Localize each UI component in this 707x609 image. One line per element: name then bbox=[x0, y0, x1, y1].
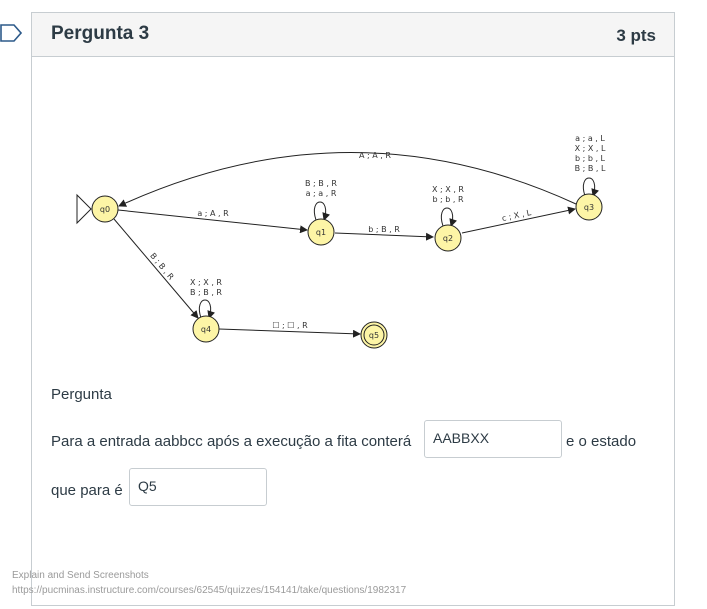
question-text-part2: e o estado bbox=[566, 433, 637, 450]
state-q3: q3 bbox=[575, 193, 603, 221]
turing-machine-diagram: q0 q1 q2 q3 q4 q5 a ; A , R B ; B , R a … bbox=[76, 134, 606, 349]
edge-q4-q5 bbox=[218, 328, 361, 338]
label-q2-q3: c ; X , L bbox=[501, 208, 532, 223]
question-section-label: Pergunta bbox=[51, 386, 112, 403]
start-state-marker bbox=[76, 193, 92, 225]
label-q4-q5: ☐ ; ☐ , R bbox=[272, 321, 308, 330]
label-q0-q4: B ; B , R bbox=[148, 251, 176, 282]
question-card: Pergunta 3 3 pts bbox=[31, 12, 675, 606]
edge-q3-q0 bbox=[118, 152, 577, 207]
svg-text:q4: q4 bbox=[201, 325, 211, 334]
state-q4: q4 bbox=[192, 315, 220, 343]
label-q3-loop-2: X ; X , L bbox=[575, 144, 606, 153]
label-q2-loop-1: X ; X , R bbox=[432, 185, 464, 194]
label-q1-loop-2: a ; a , R bbox=[306, 189, 337, 198]
answer-state-input[interactable]: Q5 bbox=[129, 468, 267, 506]
state-q2: q2 bbox=[434, 224, 462, 252]
edge-q0-q4 bbox=[113, 218, 199, 319]
edge-q0-q1 bbox=[117, 209, 308, 234]
label-q0-q1: a ; A , R bbox=[197, 209, 229, 218]
loop-q1 bbox=[313, 201, 331, 221]
question-header: Pergunta 3 3 pts bbox=[32, 13, 674, 57]
label-q1-q2: b ; B , R bbox=[368, 225, 400, 234]
label-q3-loop-1: a ; a , L bbox=[575, 134, 605, 143]
answer-tape-input[interactable]: AABBXX bbox=[424, 420, 562, 458]
question-title: Pergunta 3 bbox=[51, 23, 150, 44]
label-q4-loop-2: B ; B , R bbox=[190, 288, 222, 297]
svg-text:q2: q2 bbox=[443, 234, 453, 243]
status-url: https://pucminas.instructure.com/courses… bbox=[12, 585, 407, 596]
svg-text:q5: q5 bbox=[369, 331, 379, 340]
edge-q2-q3 bbox=[461, 206, 576, 234]
question-text-part1: Para a entrada aabbcc após a execução a … bbox=[51, 433, 412, 450]
question-text-part3: que para é bbox=[51, 482, 123, 499]
state-q5-accepting: q5 bbox=[360, 321, 388, 349]
edge-q1-q2 bbox=[334, 232, 434, 241]
state-q0: q0 bbox=[91, 195, 119, 223]
question-points: 3 pts bbox=[616, 26, 656, 45]
label-q3-loop-3: b ; b , L bbox=[575, 154, 606, 163]
svg-text:q1: q1 bbox=[316, 228, 326, 237]
label-q2-loop-2: b ; b , R bbox=[432, 195, 464, 204]
svg-text:q0: q0 bbox=[100, 205, 110, 214]
loop-q4 bbox=[198, 299, 216, 319]
state-q1: q1 bbox=[307, 218, 335, 246]
svg-text:q3: q3 bbox=[584, 203, 594, 212]
bookmark-flag-icon[interactable] bbox=[0, 24, 22, 42]
loop-q3 bbox=[582, 177, 600, 197]
label-q3-q0: A ; A , R bbox=[359, 151, 391, 160]
label-q3-loop-4: B ; B , L bbox=[575, 164, 606, 173]
label-q4-loop-1: X ; X , R bbox=[190, 278, 222, 287]
screenshot-hint: Explain and Send Screenshots bbox=[12, 570, 149, 581]
label-q1-loop-1: B ; B , R bbox=[305, 179, 337, 188]
loop-q2 bbox=[440, 207, 458, 227]
